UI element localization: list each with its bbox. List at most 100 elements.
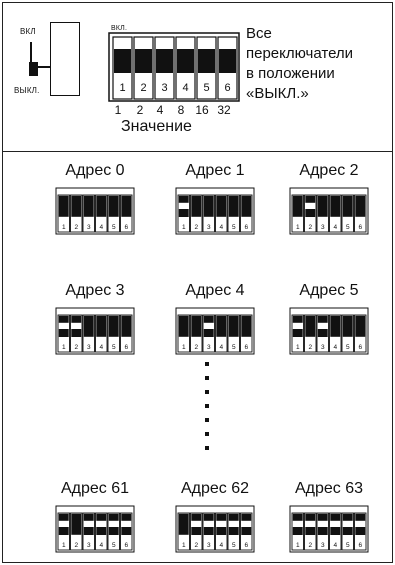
dip-mini-slot: 1: [177, 512, 190, 551]
dip-mini-slot: 1: [57, 512, 70, 551]
dip-mini-slot-number: 2: [194, 224, 198, 231]
dip-mini-slot-number: 3: [321, 224, 325, 231]
dot: [205, 432, 209, 436]
dip-mini-slot: 2: [304, 512, 317, 551]
dip-mini-slot-number: 3: [87, 542, 91, 549]
dot: [205, 362, 209, 366]
dip-large-slot: 4: [175, 36, 196, 100]
address-label: Адрес 1: [185, 162, 245, 179]
dip-mini-slot: 4: [215, 314, 228, 353]
dip-large-slot: 5: [196, 36, 217, 100]
address-label: Адрес 5: [299, 282, 359, 299]
dip-mini-slot: 4: [329, 194, 342, 233]
dip-mini-slot: 1: [291, 512, 304, 551]
dip-mini-slot-number: 3: [207, 344, 211, 351]
dip-mini-slot-number: 5: [232, 224, 236, 231]
legend-off-label: ВЫКЛ.: [14, 86, 40, 95]
description-line: в положении: [246, 65, 335, 82]
dip-large-slot-number: 5: [203, 82, 209, 94]
dip-mini-slot: 1: [291, 194, 304, 233]
description-line: переключатели: [246, 45, 354, 62]
dip-mini-slot-number: 3: [321, 344, 325, 351]
dip-mini-slot: 2: [70, 314, 83, 353]
dip-mini-slot-number: 3: [87, 344, 91, 351]
dip-mini-slot-number: 4: [99, 542, 103, 549]
value-weight: 2: [136, 103, 144, 117]
value-weight: 16: [195, 103, 209, 117]
dip-mini-slot-number: 6: [124, 344, 128, 351]
dip-mini-slot-number: 6: [358, 542, 362, 549]
dip-mini-slot-number: 1: [62, 344, 66, 351]
dip-mini-slot-number: 5: [112, 344, 116, 351]
dip-mini-slot-number: 2: [74, 542, 78, 549]
dip-mini-slot: 2: [70, 194, 83, 233]
dip-mini-slot-number: 1: [182, 542, 186, 549]
dip-mini-slot-number: 4: [333, 344, 337, 351]
dip-mini-slot: 4: [95, 512, 108, 551]
legend-lever-knob: [29, 62, 38, 76]
dip-mini-slot: 5: [107, 194, 120, 233]
dip-mini-slot-number: 1: [62, 224, 66, 231]
dip-mini-slot: 3: [82, 314, 95, 353]
dip-mini-slot: 3: [202, 194, 215, 233]
dip-mini-slot-number: 5: [232, 344, 236, 351]
dip-mini-slot: 2: [190, 512, 203, 551]
dip-mini-slot-number: 5: [112, 224, 116, 231]
dip-mini-slot: 5: [227, 314, 240, 353]
dip-mini-slot-number: 4: [219, 344, 223, 351]
dip-large-slot: 3: [154, 36, 175, 100]
dip-switch-mini: ВКЛ123456: [55, 307, 135, 355]
dip-large-slot-number: 4: [182, 82, 188, 94]
dip-switch-mini: ВКЛ123456: [175, 505, 255, 553]
dip-mini-slot: 3: [202, 314, 215, 353]
dip-mini-slot-number: 2: [308, 542, 312, 549]
dip-switch-mini: ВКЛ123456: [175, 187, 255, 235]
dip-switch-mini: ВКЛ123456: [289, 187, 369, 235]
dip-mini-slot: 6: [120, 314, 133, 353]
address-label: Адрес 4: [185, 282, 245, 299]
dip-mini-slot: 3: [82, 512, 95, 551]
address-label: Адрес 61: [60, 480, 130, 497]
dip-mini-slot: 6: [240, 314, 253, 353]
dip-mini-slot: 5: [227, 512, 240, 551]
dip-mini-slot-number: 1: [296, 224, 300, 231]
dot: [205, 376, 209, 380]
description-line: «ВЫКЛ.»: [246, 85, 309, 102]
dip-mini-slot-number: 2: [74, 224, 78, 231]
dot: [205, 390, 209, 394]
dip-mini-slot: 5: [107, 314, 120, 353]
dot: [205, 446, 209, 450]
dip-mini-slot: 6: [240, 512, 253, 551]
dip-mini-slot-number: 5: [346, 224, 350, 231]
dip-large-slot-number: 1: [119, 82, 125, 94]
dip-mini-slot: 3: [202, 512, 215, 551]
dip-mini-slot: 3: [316, 194, 329, 233]
dip-mini-slot: 5: [341, 314, 354, 353]
dip-mini-slot: 4: [329, 512, 342, 551]
value-weight: 1: [114, 103, 122, 117]
legend-lever: [30, 42, 32, 68]
dip-mini-slot-number: 6: [244, 224, 248, 231]
address-label: Адрес 63: [294, 480, 364, 497]
dip-large-slot: 6: [217, 36, 238, 100]
dip-mini-slot-number: 3: [87, 224, 91, 231]
dip-mini-slot: 6: [240, 194, 253, 233]
dip-mini-slot-number: 1: [296, 542, 300, 549]
dip-mini-slot-number: 2: [308, 224, 312, 231]
dip-mini-slot: 4: [215, 512, 228, 551]
dot: [205, 418, 209, 422]
dip-mini-slot: 4: [329, 314, 342, 353]
dip-mini-slot-number: 1: [182, 344, 186, 351]
dip-mini-slot: 6: [120, 194, 133, 233]
dip-mini-slot-number: 1: [182, 224, 186, 231]
dip-large-slot: 2: [133, 36, 154, 100]
dip-large-header: ВКЛ.: [111, 25, 128, 32]
dip-switch-mini: ВКЛ123456: [55, 187, 135, 235]
legend-switch-body: [50, 22, 80, 96]
dip-mini-slot: 6: [354, 512, 367, 551]
dip-mini-slot: 1: [57, 314, 70, 353]
section-divider: [2, 151, 393, 152]
dip-mini-slot-number: 3: [321, 542, 325, 549]
dip-mini-slot-number: 6: [358, 344, 362, 351]
